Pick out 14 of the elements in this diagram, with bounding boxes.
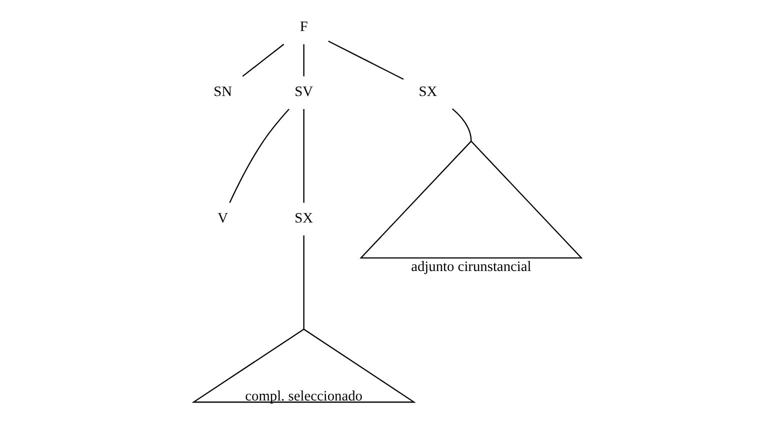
node-label: adjunto cirunstancial [410,258,531,275]
node-text: F [299,19,308,36]
connector [451,108,472,142]
node-text: SX [418,84,437,100]
connector [302,109,304,203]
node-text: SN [213,84,232,100]
node-text: V [217,210,228,226]
connector [302,44,304,76]
connector [328,40,404,80]
connector [228,108,289,204]
connector [302,235,304,330]
node-text: SV [294,84,313,100]
node-text: SX [294,210,313,226]
connector [242,44,284,77]
